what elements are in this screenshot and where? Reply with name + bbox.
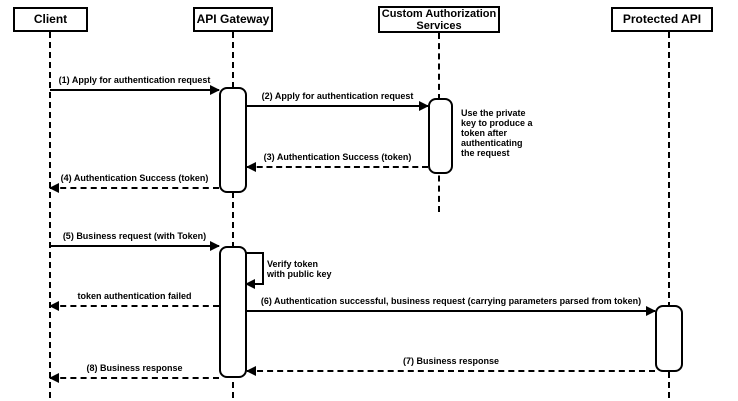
message-5-business-request: (5) Business request (with Token) bbox=[50, 230, 220, 251]
lifeline-client bbox=[49, 32, 51, 398]
message-7-business-response: (7) Business response bbox=[246, 355, 655, 376]
participant-custom-authorization-services: Custom Authorization Services bbox=[378, 6, 500, 33]
participant-protected-api-label: Protected API bbox=[622, 12, 702, 26]
arrowhead-right-icon bbox=[210, 241, 220, 251]
note-private-key: Use the private key to produce a token a… bbox=[461, 108, 533, 158]
message-token-failed-line bbox=[49, 301, 219, 311]
activation-api-gateway-1 bbox=[219, 87, 247, 193]
message-2-line bbox=[247, 101, 429, 111]
message-8-label: (8) Business response bbox=[86, 363, 183, 373]
participant-api-gateway-label: API Gateway bbox=[196, 12, 270, 26]
arrowhead-right-icon bbox=[419, 101, 429, 111]
message-1-line bbox=[50, 85, 220, 95]
message-2-apply-authentication: (2) Apply for authentication request bbox=[247, 90, 429, 111]
arrowhead-right-icon bbox=[646, 306, 656, 316]
message-1-apply-authentication: (1) Apply for authentication request bbox=[50, 74, 220, 95]
message-token-authentication-failed: token authentication failed bbox=[49, 290, 219, 311]
note-line-1: Use the private bbox=[461, 108, 526, 118]
message-5-label: (5) Business request (with Token) bbox=[62, 231, 207, 241]
arrowhead-left-icon bbox=[245, 279, 255, 289]
message-6-business-request-forward: (6) Authentication successful, business … bbox=[247, 295, 656, 316]
activation-api-gateway-2 bbox=[219, 246, 247, 378]
lifeline-api-gateway bbox=[232, 32, 234, 398]
message-6-label: (6) Authentication successful, business … bbox=[260, 296, 642, 306]
participant-protected-api: Protected API bbox=[611, 7, 713, 32]
message-7-line bbox=[246, 366, 655, 376]
message-3-authentication-success: (3) Authentication Success (token) bbox=[246, 151, 428, 172]
participant-custom-authorization-services-label: Custom Authorization Services bbox=[381, 7, 497, 32]
message-2-label: (2) Apply for authentication request bbox=[261, 91, 414, 101]
arrowhead-left-icon bbox=[246, 366, 256, 376]
lifeline-protected-api bbox=[668, 32, 670, 398]
self-message-verify-token-loop bbox=[245, 252, 264, 289]
message-8-business-response: (8) Business response bbox=[49, 362, 219, 383]
message-6-line bbox=[247, 306, 656, 316]
message-token-failed-label: token authentication failed bbox=[77, 291, 192, 301]
participant-client: Client bbox=[13, 7, 88, 32]
arrowhead-right-icon bbox=[210, 85, 220, 95]
participant-api-gateway: API Gateway bbox=[193, 7, 273, 32]
message-4-authentication-success: (4) Authentication Success (token) bbox=[49, 172, 219, 193]
self-message-line-2: with public key bbox=[267, 269, 332, 279]
message-5-line bbox=[50, 241, 220, 251]
note-line-3: token after bbox=[461, 128, 508, 138]
activation-protected-api bbox=[655, 305, 683, 372]
note-line-5: the request bbox=[461, 148, 510, 158]
arrowhead-left-icon bbox=[246, 162, 256, 172]
arrowhead-left-icon bbox=[49, 301, 59, 311]
self-message-line-1: Verify token bbox=[267, 259, 319, 269]
self-message-verify-token-label: Verify token with public key bbox=[267, 259, 332, 279]
arrowhead-left-icon bbox=[49, 183, 59, 193]
message-4-label: (4) Authentication Success (token) bbox=[60, 173, 209, 183]
note-line-4: authenticating bbox=[461, 138, 523, 148]
message-3-label: (3) Authentication Success (token) bbox=[263, 152, 412, 162]
arrowhead-left-icon bbox=[49, 373, 59, 383]
message-8-line bbox=[49, 373, 219, 383]
note-line-2: key to produce a bbox=[461, 118, 533, 128]
participant-client-label: Client bbox=[33, 12, 68, 26]
message-1-label: (1) Apply for authentication request bbox=[58, 75, 211, 85]
activation-custom-authorization-services bbox=[428, 98, 453, 174]
message-4-line bbox=[49, 183, 219, 193]
message-7-label: (7) Business response bbox=[402, 356, 500, 366]
message-3-line bbox=[246, 162, 428, 172]
